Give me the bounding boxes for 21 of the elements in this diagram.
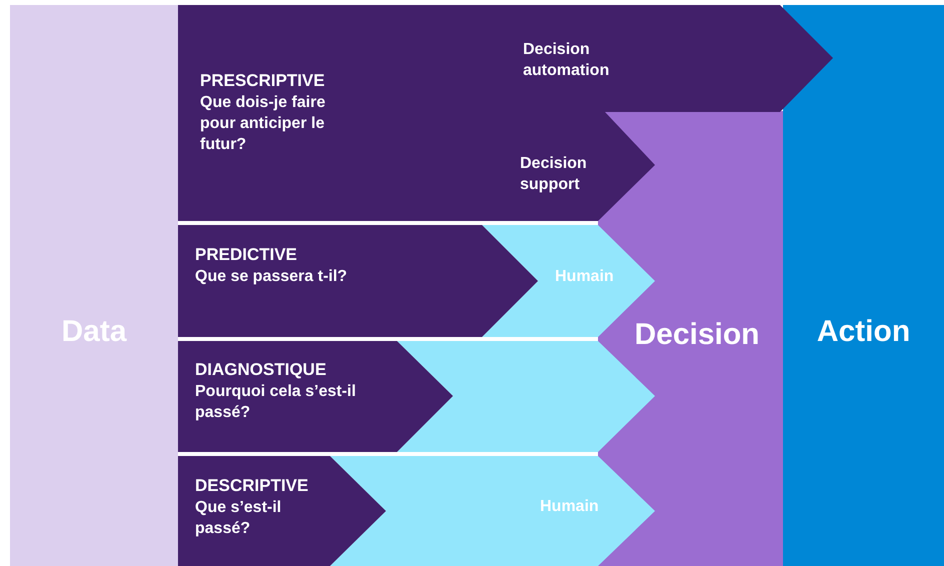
stage-panel: [330, 456, 655, 566]
stage-label: Decision automation: [523, 40, 610, 81]
heading: PRESCRIPTIVE: [200, 70, 326, 92]
stage-label: Humain: [540, 497, 600, 517]
question-text: Pourquoi cela s’est-il passé?: [195, 382, 357, 423]
question-text: Que dois-je faire pour anticiper le futur?: [200, 93, 326, 155]
action-band: [783, 5, 944, 566]
stage-panel: [178, 225, 538, 337]
heading: PREDICTIVE: [195, 244, 298, 266]
question-text: Que s’est-il passé?: [195, 498, 282, 539]
band-title: Action: [816, 314, 912, 350]
stage-panel: [178, 5, 833, 221]
stage-panel: [178, 341, 453, 452]
stage-panel: [178, 456, 386, 566]
band-title: Decision: [633, 317, 761, 353]
heading: DESCRIPTIVE: [195, 475, 310, 497]
question-text: Que se passera t-il?: [195, 267, 348, 287]
data-band: [10, 5, 178, 566]
heading: DIAGNOSTIQUE: [195, 359, 328, 381]
stage-label: Humain: [555, 267, 615, 287]
stage-label: Decision support: [520, 154, 588, 195]
